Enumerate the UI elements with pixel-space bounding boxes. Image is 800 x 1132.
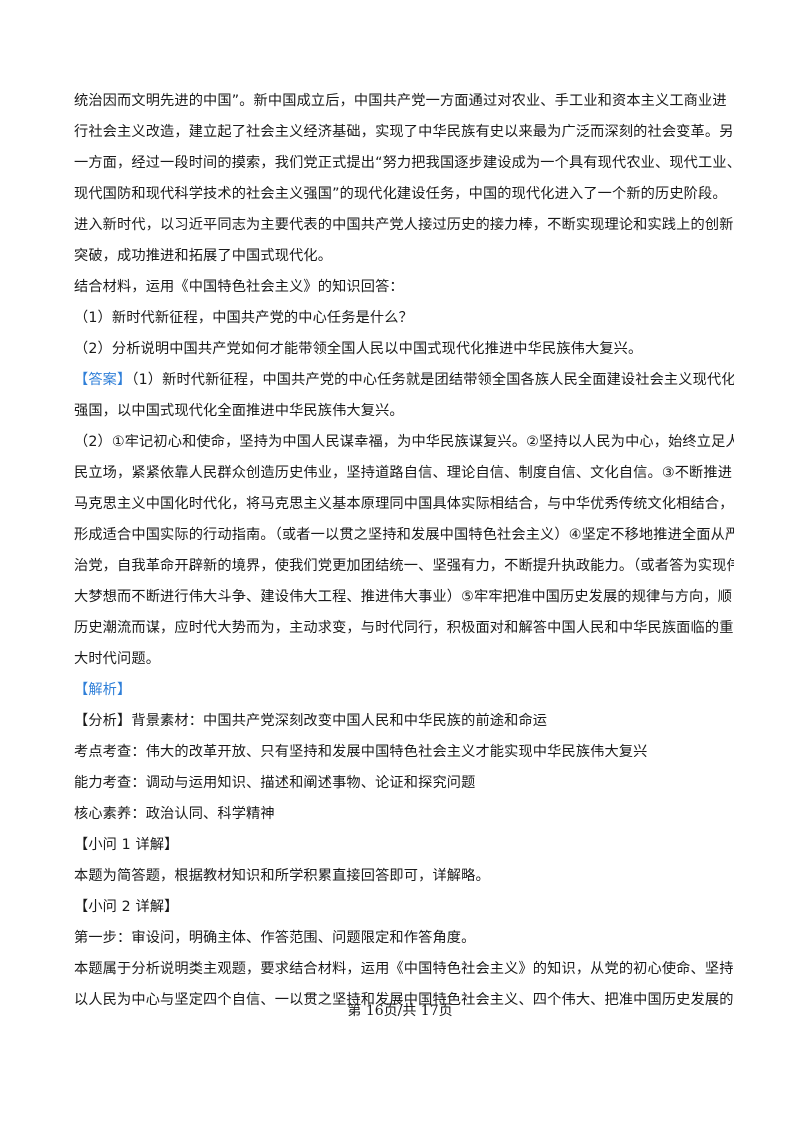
answer-line-2: 强国，以中国式现代化全面推进中华民族伟大复兴。	[74, 403, 404, 419]
subquestion-2-heading: 【小问 2 详解】	[74, 899, 179, 915]
answer-label: 【答案】	[74, 372, 132, 388]
analysis-line-2: 考点考查：伟大的改革开放、只有坚持和发展中国特色社会主义才能实现中华民族伟大复兴	[74, 744, 648, 760]
text-line-3: 一方面，经过一段时间的摸索，我们党正式提出“努力把我国逐步建设成为一个具有现代农…	[74, 155, 734, 171]
text-line-5: 进入新时代，以习近平同志为主要代表的中国共产党人接过历史的接力棒，不断实现理论和…	[74, 217, 734, 233]
analysis-line-1: 【分析】背景素材：中国共产党深刻改变中国人民和中华民族的前途和命运	[74, 713, 548, 729]
text-line-2: 行社会主义改造，建立起了社会主义经济基础，实现了中华民族有史以来最为广泛而深刻的…	[74, 124, 734, 140]
answer-line-4: 民立场，紧紧依靠人民群众创造历史伟业，坚持道路自信、理论自信、制度自信、文化自信…	[74, 465, 733, 481]
text-line-1: 统治因而文明先进的中国”。新中国成立后，中国共产党一方面通过对农业、手工业和资本…	[74, 93, 727, 109]
answer-text-1: （1）新时代新征程，中国共产党的中心任务就是团结带领全国各族人民全面建设社会主义…	[131, 372, 734, 388]
analysis-line-4: 核心素养：政治认同、科学精神	[74, 806, 275, 822]
answer-line-7: 治党，自我革命开辟新的境界，使我们党更加团结统一、坚强有力，不断提升执政能力。（…	[74, 558, 734, 574]
subquestion-2-text-1: 第一步：审设问，明确主体、作答范围、问题限定和作答角度。	[74, 930, 476, 946]
answer-line-9: 历史潮流而谋，应时代大势而为，主动求变，与时代同行，积极面对和解答中国人民和中华…	[74, 620, 734, 636]
analysis-line-3: 能力考查：调动与运用知识、描述和阐述事物、论证和探究问题	[74, 775, 476, 791]
answer-line-1: 【答案】（1）新时代新征程，中国共产党的中心任务就是团结带领全国各族人民全面建设…	[74, 365, 734, 396]
page-number: 第 16页/共 17页	[347, 1003, 453, 1019]
text-line-6: 突破，成功推进和拓展了中国式现代化。	[74, 248, 333, 264]
document-body: 统治因而文明先进的中国”。新中国成立后，中国共产党一方面通过对农业、手工业和资本…	[74, 86, 734, 1016]
analysis-label: 【解析】	[74, 682, 132, 698]
subquestion-1-text: 本题为简答题，根据教材知识和所学积累直接回答即可，详解略。	[74, 868, 490, 884]
answer-line-3: （2）①牢记初心和使命，坚持为中国人民谋幸福，为中华民族谋复兴。②坚持以人民为中…	[74, 434, 734, 450]
answer-line-8: 大梦想而不断进行伟大斗争、建设伟大工程、推进伟大事业）⑤牢牢把准中国历史发展的规…	[74, 589, 733, 605]
question-prompt: 结合材料，运用《中国特色社会主义》的知识回答：	[74, 279, 404, 295]
answer-line-6: 形成适合中国实际的行动指南。（或者一以贯之坚持和发展中国特色社会主义）④坚定不移…	[74, 527, 734, 543]
question-1: （1）新时代新征程，中国共产党的中心任务是什么？	[74, 310, 413, 326]
subquestion-2-text-3: 以人民为中心与坚定四个自信、一以贯之坚持和发展中国特色社会主义、四个伟大、把准中…	[74, 992, 734, 1008]
subquestion-2-text-2: 本题属于分析说明类主观题，要求结合材料，运用《中国特色社会主义》的知识，从党的初…	[74, 961, 734, 977]
answer-line-5: 马克思主义中国化时代化，将马克思主义基本原理同中国具体实际相结合，与中华优秀传统…	[74, 496, 734, 512]
answer-line-10: 大时代问题。	[74, 651, 161, 667]
text-line-4: 现代国防和现代科学技术的社会主义强国”的现代化建设任务，中国的现代化进入了一个新…	[74, 186, 727, 202]
question-2: （2）分析说明中国共产党如何才能带领全国人民以中国式现代化推进中华民族伟大复兴。	[74, 341, 643, 357]
subquestion-1-heading: 【小问 1 详解】	[74, 837, 179, 853]
